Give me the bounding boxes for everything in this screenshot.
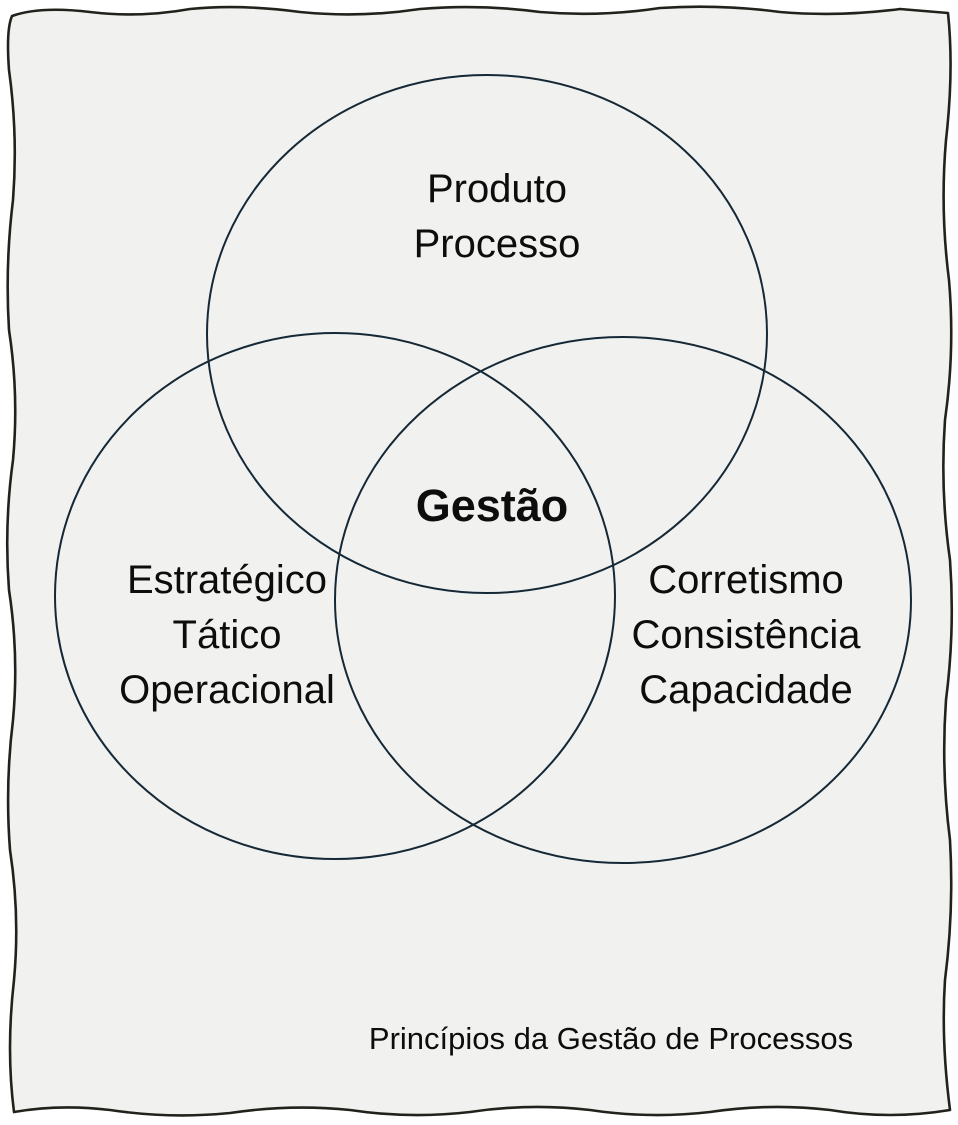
torn-paper-sheet xyxy=(5,5,954,1117)
venn-label-right: Corretismo Consistência Capacidade xyxy=(631,553,860,718)
venn-label-left: Estratégico Tático Operacional xyxy=(119,553,335,718)
venn-label-right-line2: Consistência xyxy=(631,613,861,657)
venn-label-left-line2: Tático xyxy=(172,613,282,657)
venn-label-left-line3: Operacional xyxy=(119,668,335,712)
venn-circle-right xyxy=(334,336,912,864)
venn-label-right-line1: Corretismo xyxy=(648,558,844,602)
venn-label-top: Produto Processo xyxy=(414,162,581,272)
venn-circle-top xyxy=(206,74,768,594)
venn-label-right-line3: Capacidade xyxy=(639,668,853,712)
venn-label-top-line1: Produto xyxy=(426,167,568,211)
diagram-caption: Princípios da Gestão de Processos xyxy=(368,1021,854,1056)
venn-circle-left xyxy=(54,332,616,860)
venn-label-center: Gestão xyxy=(415,480,569,531)
venn-label-left-line1: Estratégico xyxy=(126,558,328,602)
venn-label-top-line2: Processo xyxy=(413,222,581,266)
